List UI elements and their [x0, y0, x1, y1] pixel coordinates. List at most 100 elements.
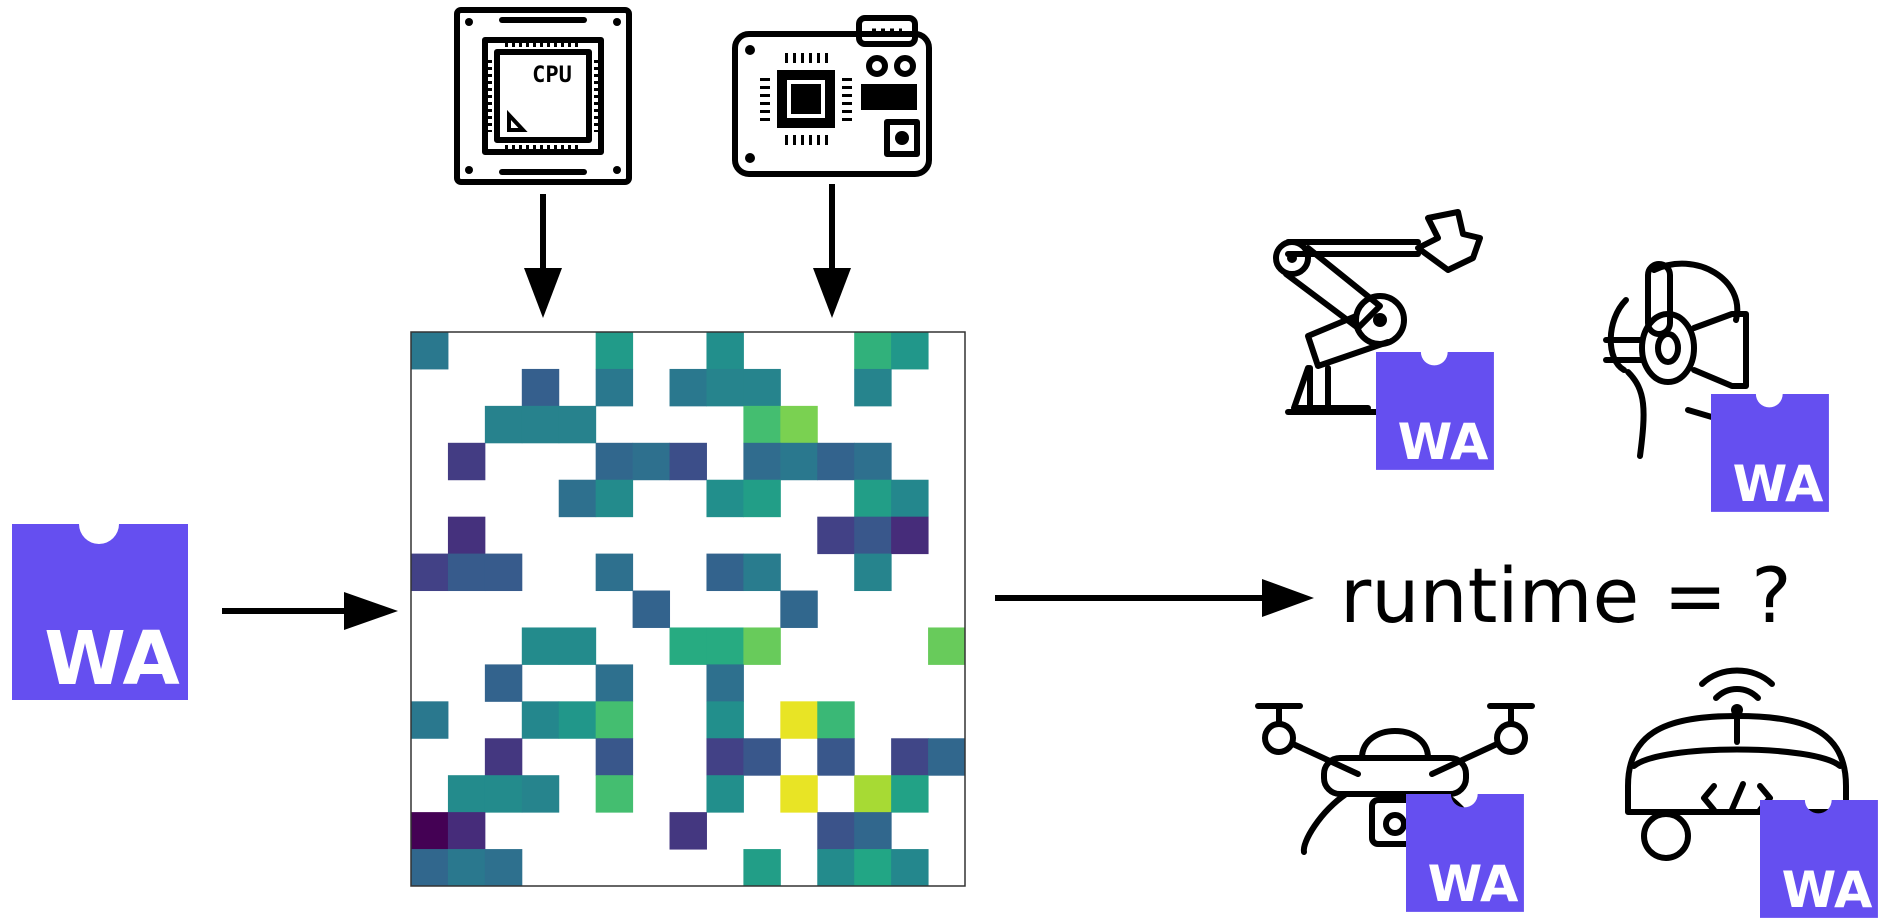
matrix-cell — [595, 701, 634, 739]
matrix-cell — [743, 368, 781, 407]
matrix-cell — [743, 442, 781, 481]
matrix-cell — [669, 368, 707, 407]
matrix-cell — [521, 405, 560, 444]
wa-input-logo: WA — [12, 524, 188, 702]
matrix-cell — [743, 405, 781, 444]
matrix-cell — [706, 738, 744, 776]
cpu-chip-icon: CPU — [454, 7, 632, 185]
matrix-cell — [706, 368, 744, 407]
matrix-cell — [484, 553, 523, 592]
matrix-cell — [891, 479, 929, 518]
matrix-cell — [854, 332, 892, 370]
wa-logo-drone-text: WA — [1428, 855, 1519, 913]
matrix-cell — [558, 479, 597, 518]
wa-logo-robotic-arm-text: WA — [1398, 413, 1489, 471]
wa-logo-autonomous-car-text: WA — [1782, 861, 1873, 919]
matrix-cell — [706, 332, 744, 370]
robotic-arm-icon — [1273, 209, 1483, 415]
matrix-cell — [854, 516, 892, 555]
circuit-board-icon — [732, 15, 932, 177]
matrix-cell — [891, 738, 929, 776]
matrix-cell — [854, 775, 892, 813]
arrow-matrix-to-runtime — [995, 579, 1314, 617]
matrix-cell — [817, 516, 855, 555]
wa-logo-drone: WA — [1406, 794, 1524, 913]
matrix-cell — [595, 664, 634, 702]
runtime-result-text: runtime = ? — [1340, 551, 1792, 640]
matrix-cell — [484, 405, 523, 444]
matrix-cell — [595, 479, 634, 518]
matrix-cell — [780, 405, 818, 444]
matrix-cell — [928, 627, 966, 665]
matrix-cell — [447, 442, 486, 481]
feature-matrix — [410, 331, 966, 887]
cpu-label: CPU — [532, 63, 572, 88]
matrix-cell — [706, 664, 744, 702]
matrix-cell — [595, 553, 634, 592]
matrix-cell — [817, 442, 855, 481]
matrix-cell — [669, 627, 707, 665]
matrix-cell — [706, 479, 744, 518]
arrow-wa-to-matrix — [222, 592, 398, 630]
matrix-cell — [817, 701, 855, 739]
matrix-cell — [706, 701, 744, 739]
matrix-cell — [854, 442, 892, 481]
matrix-cell — [817, 849, 855, 887]
matrix-cell — [891, 849, 929, 887]
matrix-border — [410, 331, 966, 887]
autonomous-car-icon — [1625, 667, 1849, 861]
matrix-cell — [817, 812, 855, 850]
matrix-cell — [521, 368, 560, 407]
wa-logo-autonomous-car: WA — [1760, 800, 1878, 919]
matrix-cell — [780, 442, 818, 481]
matrix-cell — [521, 701, 560, 739]
matrix-cell — [854, 812, 892, 850]
matrix-cell — [558, 405, 597, 444]
matrix-cell — [484, 738, 523, 776]
matrix-cell — [891, 775, 929, 813]
matrix-cell — [411, 701, 449, 739]
matrix-cell — [854, 553, 892, 592]
matrix-cell — [706, 627, 744, 665]
matrix-cell — [928, 738, 966, 776]
matrix-cell — [854, 368, 892, 407]
wa-logo-robotic-arm: WA — [1376, 352, 1494, 471]
matrix-cell — [484, 664, 523, 702]
matrix-cell — [595, 442, 634, 481]
matrix-cell — [780, 590, 818, 628]
matrix-cell — [595, 332, 634, 370]
matrix-cell — [411, 849, 449, 887]
matrix-cell — [891, 332, 929, 370]
matrix-cell — [669, 812, 707, 850]
matrix-cell — [595, 775, 634, 813]
matrix-cell — [447, 849, 486, 887]
matrix-cell — [558, 627, 597, 665]
vr-headset-icon — [1603, 260, 1749, 459]
matrix-cell — [521, 775, 560, 813]
matrix-cell — [595, 738, 634, 776]
wa-logo-vr-headset: WA — [1711, 394, 1829, 513]
matrix-cell — [706, 775, 744, 813]
matrix-cell — [854, 479, 892, 518]
wa-input-logo-text: WA — [44, 616, 180, 702]
matrix-cell — [484, 849, 523, 887]
wa-logo-vr-headset-text: WA — [1733, 455, 1824, 513]
matrix-cell — [484, 775, 523, 813]
matrix-cell — [595, 368, 634, 407]
matrix-cell — [706, 553, 744, 592]
matrix-cell — [743, 479, 781, 518]
matrix-cell — [817, 738, 855, 776]
matrix-cell — [447, 516, 486, 555]
matrix-cell — [411, 332, 449, 370]
matrix-cell — [743, 627, 781, 665]
matrix-cell — [669, 442, 707, 481]
matrix-cell — [447, 775, 486, 813]
matrix-cell — [447, 812, 486, 850]
matrix-cell — [780, 701, 818, 739]
matrix-cell — [743, 738, 781, 776]
matrix-cell — [854, 849, 892, 887]
matrix-cell — [891, 516, 929, 555]
matrix-cell — [780, 775, 818, 813]
arrow-cpu-to-matrix — [524, 194, 562, 318]
